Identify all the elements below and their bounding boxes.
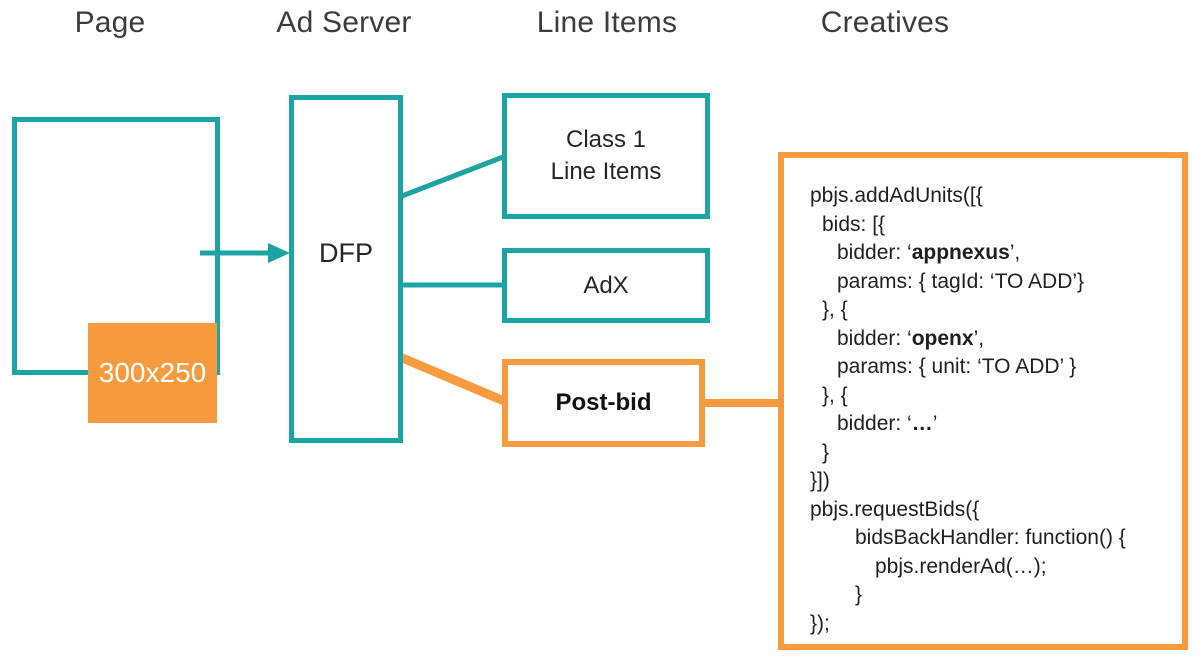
column-header-line-items: Line Items <box>536 6 678 39</box>
code-line: pbjs.renderAd(…); <box>875 554 1047 578</box>
postbid-label: Post-bid <box>555 389 652 416</box>
adx-label: AdX <box>583 271 629 299</box>
code-line: bidsBackHandler: function() { <box>855 526 1126 549</box>
column-header-ad-server: Ad Server <box>276 6 412 39</box>
code-line: }, { <box>822 383 848 407</box>
code-line: bids: [{ <box>822 212 886 236</box>
ad-slot-box: 300x250 <box>88 323 217 423</box>
adx-box: AdX <box>502 248 710 323</box>
code-line: } <box>822 440 830 464</box>
page-box: 300x250 <box>12 117 220 423</box>
column-header-creatives: Creatives <box>820 6 950 39</box>
code-line: params: { unit: ‘TO ADD’ } <box>837 355 1077 378</box>
dfp-box: DFP <box>289 95 403 443</box>
code-block: pbjs.addAdUnits([{ bids: [{ bidder: ‘appne… <box>784 158 1134 638</box>
dfp-label: DFP <box>319 237 373 268</box>
column-header-page: Page <box>74 6 146 39</box>
connector-dfp-to-postbid <box>398 352 506 406</box>
code-line: params: { tagId: ‘TO ADD’} <box>837 269 1085 293</box>
code-box: pbjs.addAdUnits([{ bids: [{ bidder: ‘appne… <box>778 152 1188 650</box>
class1-line-items-box: Class 1 Line Items <box>502 93 710 219</box>
class1-label-line2: Line Items <box>550 158 662 185</box>
code-line: }]) <box>810 469 830 492</box>
code-line: pbjs.addAdUnits([{ <box>810 184 983 207</box>
connector-dfp-to-class1 <box>401 154 504 199</box>
code-line: bidder: ‘…’ <box>837 412 938 435</box>
code-line: } <box>855 583 863 606</box>
code-line: }, { <box>822 298 848 321</box>
code-line: bidder: ‘openx’, <box>837 326 985 350</box>
ad-slot-label: 300x250 <box>98 357 207 388</box>
postbid-box: Post-bid <box>502 359 705 447</box>
code-line: pbjs.requestBids({ <box>810 497 980 521</box>
code-line: bidder: ‘appnexus’, <box>837 241 1021 264</box>
class1-label-line1: Class 1 <box>565 126 647 153</box>
arrow-adslot-to-dfp-head <box>268 243 290 263</box>
code-line: }); <box>810 611 830 635</box>
